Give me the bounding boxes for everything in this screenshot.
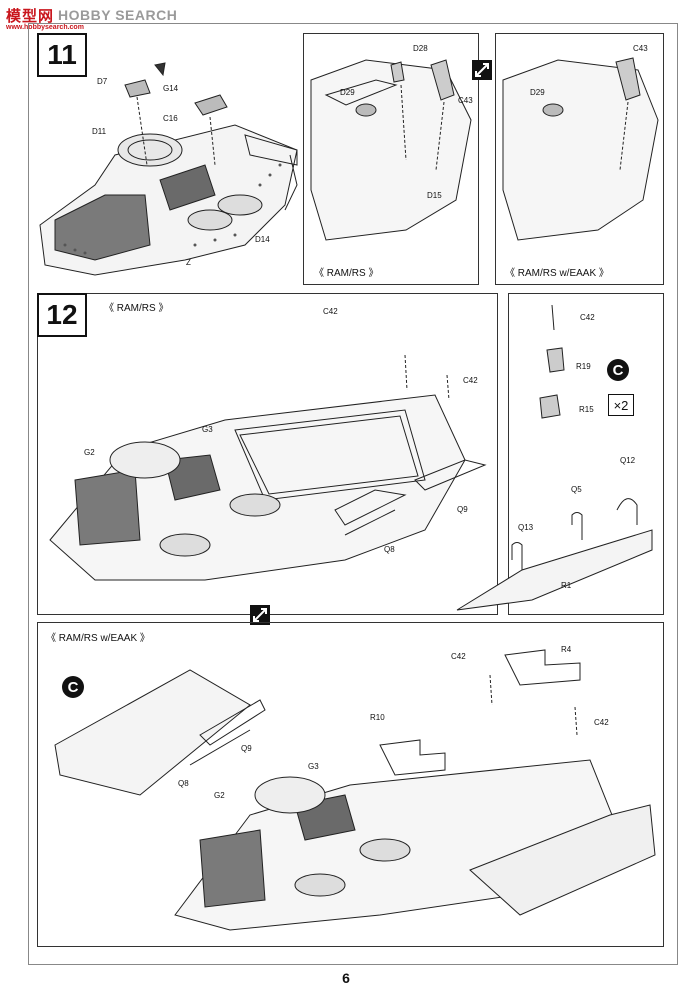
bottom-label-q8: Q8 [178, 779, 189, 788]
watermark-logo: 模型网 [6, 7, 55, 25]
side-label-q12: Q12 [620, 456, 636, 465]
side-parts-drawing [456, 304, 653, 611]
side-label-q13: Q13 [518, 523, 534, 532]
side-label-c42: C42 [580, 313, 595, 322]
bottom-label-q9: Q9 [241, 744, 252, 753]
eaak-label-d29: D29 [530, 88, 545, 97]
ramrs-caption: 《 RAM/RS 》 [314, 268, 379, 279]
label-c16: C16 [163, 114, 178, 123]
quantity-multiplier: ×2 [608, 394, 634, 416]
s12-label-q8: Q8 [384, 545, 395, 554]
page-number: 6 [342, 970, 350, 986]
eaak-caption: 《 RAM/RS w/EAAK 》 [505, 268, 609, 279]
eaak-label-c43: C43 [633, 44, 648, 53]
side-label-r19: R19 [576, 362, 591, 371]
s12-label-c42a: C42 [323, 307, 338, 316]
ramrs-label-d29: D29 [340, 88, 355, 97]
step-12-c-callout: C [607, 359, 629, 381]
label-d11: D11 [92, 127, 107, 136]
bottom-label-r4: R4 [561, 645, 572, 654]
side-label-r1: R1 [561, 581, 572, 590]
watermark: 模型网 HOBBY SEARCH [6, 5, 177, 25]
step-12-number: 12 [37, 293, 87, 337]
bottom-c-callout: C [62, 676, 84, 698]
bottom-label-r10: R10 [370, 713, 385, 722]
s12-label-q9: Q9 [457, 505, 468, 514]
page-border [28, 23, 678, 965]
bottom-label-g2: G2 [214, 791, 225, 800]
ramrs-label-d28: D28 [413, 44, 428, 53]
step-11-ramrs-panel [303, 33, 479, 285]
label-d7: D7 [97, 77, 108, 86]
eaak-detail-drawing [502, 57, 659, 241]
side-label-r15: R15 [579, 405, 594, 414]
label-g14: G14 [163, 84, 179, 93]
ramrs-detail-drawing [310, 59, 472, 241]
step-12-hull-drawing [49, 354, 487, 581]
bottom-label-c42b: C42 [594, 718, 609, 727]
step-12-side-panel [508, 293, 664, 615]
watermark-url: www.hobbysearch.com [6, 24, 84, 31]
s12-label-c42b: C42 [463, 376, 478, 385]
ramrs-label-d15: D15 [427, 191, 442, 200]
step-11-eaak-panel [495, 33, 664, 285]
label-d14: D14 [255, 235, 270, 244]
bottom-hull-drawing [54, 649, 656, 931]
step-12-caption: 《 RAM/RS 》 [104, 303, 169, 314]
label-z: Z [186, 258, 191, 267]
swap-icon-2 [250, 605, 270, 625]
step-11-hull-drawing [39, 62, 298, 276]
side-label-q5: Q5 [571, 485, 582, 494]
bottom-label-c42a: C42 [451, 652, 466, 661]
bottom-label-g3: G3 [308, 762, 319, 771]
swap-icon [472, 60, 492, 80]
bottom-caption: 《 RAM/RS w/EAAK 》 [46, 633, 150, 644]
watermark-site: HOBBY SEARCH [58, 7, 178, 23]
step-12-eaak-frame [37, 622, 664, 947]
ramrs-label-c43: C43 [458, 96, 473, 105]
step-11-number: 11 [37, 33, 87, 77]
s12-label-g3: G3 [202, 425, 213, 434]
s12-label-g2: G2 [84, 448, 95, 457]
